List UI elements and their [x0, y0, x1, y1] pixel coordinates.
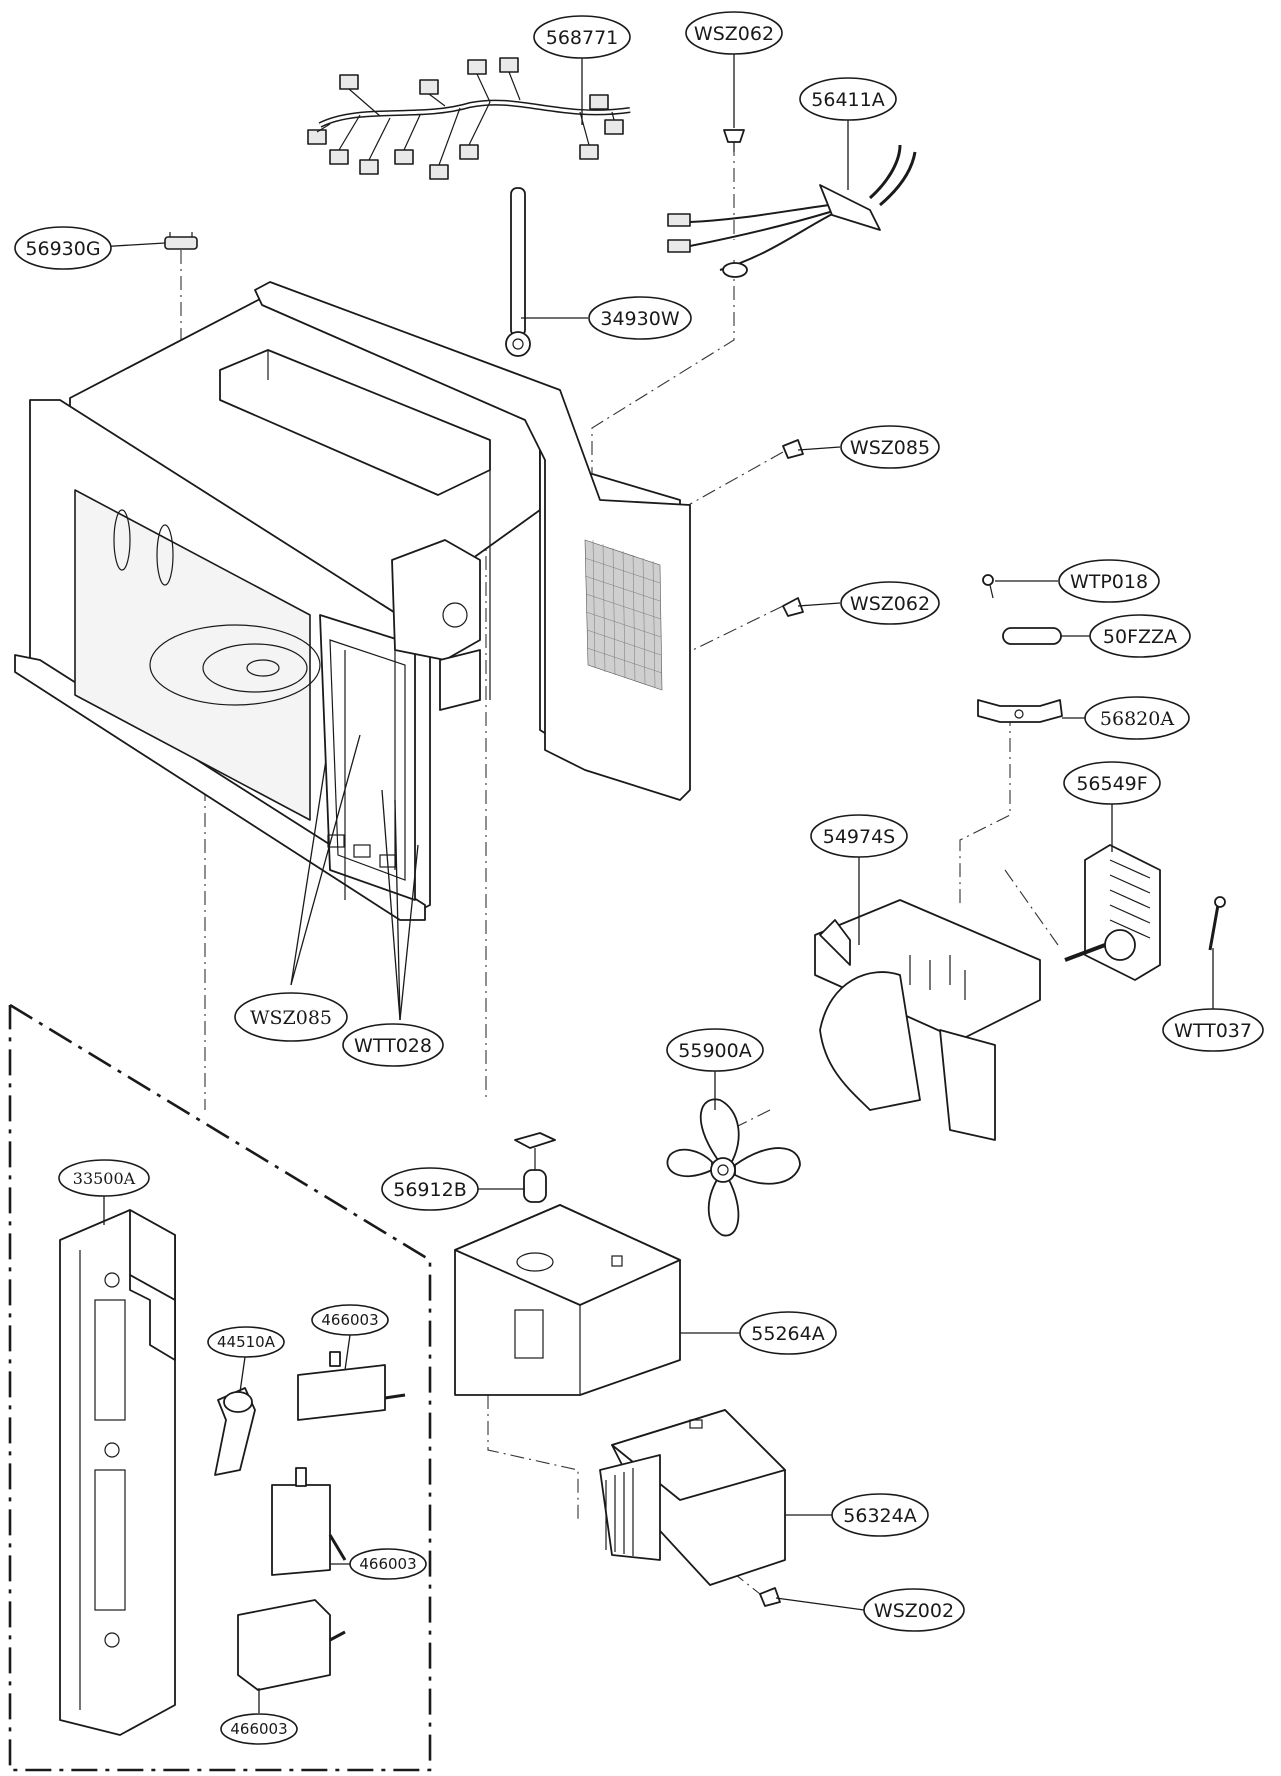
label-466003-c: 466003	[220, 1713, 298, 1745]
label-56324a-text: 56324A	[843, 1505, 916, 1527]
label-466003-b: 466003	[349, 1548, 427, 1580]
label-44510a: 44510A	[207, 1326, 285, 1358]
latch-board-33500A	[59, 1209, 176, 1736]
latch-lever-44510A	[214, 1387, 256, 1476]
label-466003-a: 466003	[311, 1304, 389, 1336]
fuse-50FZZA	[1002, 627, 1062, 645]
label-54974s: 54974S	[810, 814, 908, 858]
label-wsz085-right-text: WSZ085	[850, 437, 930, 459]
screw-wsz002	[759, 1587, 865, 1611]
label-56930g-text: 56930G	[25, 238, 100, 260]
label-34930w-text: 34930W	[600, 308, 679, 330]
label-wtp018: WTP018	[1058, 559, 1160, 603]
label-wsz062-top-text: WSZ062	[694, 23, 774, 45]
label-54974s-text: 54974S	[823, 826, 896, 848]
label-wtt037: WTT037	[1162, 1008, 1264, 1052]
label-wsz062-right: WSZ062	[840, 581, 940, 625]
label-56912b: 56912B	[381, 1167, 479, 1211]
label-33500a: 33500A	[58, 1159, 150, 1197]
label-wsz085-right: WSZ085	[840, 425, 940, 469]
part-labels: 568771 WSZ062 56411A 56930G 34930W WSZ08…	[14, 11, 1264, 1745]
screw-wsz062-top	[723, 129, 745, 152]
label-55264a: 55264A	[739, 1311, 837, 1355]
label-33500a-text: 33500A	[73, 1169, 136, 1188]
microswitch-466003-c	[237, 1599, 346, 1691]
label-466003-c-text: 466003	[230, 1720, 287, 1738]
label-568771: 568771	[533, 15, 631, 59]
screw-wsz062-right	[782, 597, 841, 617]
label-wsz085-bottom: WSZ085	[234, 992, 348, 1042]
screw-wsz085-right	[782, 439, 841, 459]
label-466003-b-text: 466003	[359, 1555, 416, 1573]
rod-34930W	[505, 187, 531, 357]
label-55900a-text: 55900A	[678, 1040, 751, 1062]
magnetron-56324A	[599, 1409, 786, 1586]
label-wsz002-text: WSZ002	[874, 1600, 954, 1622]
label-56549f: 56549F	[1063, 761, 1161, 805]
label-50fzza-text: 50FZZA	[1103, 626, 1177, 648]
label-56411a-text: 56411A	[811, 89, 884, 111]
screw-wtp018	[982, 574, 994, 599]
fan-bracket-54974S	[814, 899, 1041, 1141]
label-568771-text: 568771	[546, 27, 619, 49]
label-wsz002: WSZ002	[863, 1588, 965, 1632]
stirrer-motor-56912B	[514, 1132, 556, 1203]
label-34930w: 34930W	[588, 296, 692, 340]
label-56930g: 56930G	[14, 226, 112, 270]
fan-motor-56549F	[1064, 844, 1161, 981]
label-55264a-text: 55264A	[751, 1323, 824, 1345]
microswitch-466003-b	[271, 1467, 347, 1576]
label-wsz062-top: WSZ062	[685, 11, 783, 55]
label-wsz062-right-text: WSZ062	[850, 593, 930, 615]
power-cord-56411A	[667, 144, 917, 278]
label-wtt037-text: WTT037	[1174, 1020, 1252, 1042]
label-wtp018-text: WTP018	[1070, 571, 1148, 593]
thermostat-56930G	[164, 232, 198, 250]
microswitch-466003-a	[297, 1351, 406, 1421]
label-56820a-text: 56820A	[1100, 708, 1174, 730]
wire-harness-568771	[307, 57, 631, 180]
label-wtt028: WTT028	[342, 1023, 444, 1067]
fuse-holder-56820A	[977, 699, 1063, 723]
label-56820a: 56820A	[1084, 696, 1190, 740]
label-56324a: 56324A	[831, 1493, 929, 1537]
label-44510a-text: 44510A	[217, 1333, 276, 1351]
label-56549f-text: 56549F	[1076, 773, 1147, 795]
label-56912b-text: 56912B	[393, 1179, 466, 1201]
label-55900a: 55900A	[666, 1028, 764, 1072]
screw-wtt037	[1208, 896, 1226, 951]
label-50fzza: 50FZZA	[1089, 614, 1191, 658]
label-wtt028-text: WTT028	[354, 1035, 432, 1057]
latch-subassembly-box	[8, 1003, 432, 1772]
cavity-assembly	[14, 281, 691, 921]
label-wsz085-bottom-text: WSZ085	[250, 1007, 332, 1029]
waveguide-55264A	[454, 1204, 681, 1396]
label-56411a: 56411A	[799, 77, 897, 121]
fan-blade-55900A	[666, 1098, 801, 1237]
label-466003-a-text: 466003	[321, 1311, 378, 1329]
